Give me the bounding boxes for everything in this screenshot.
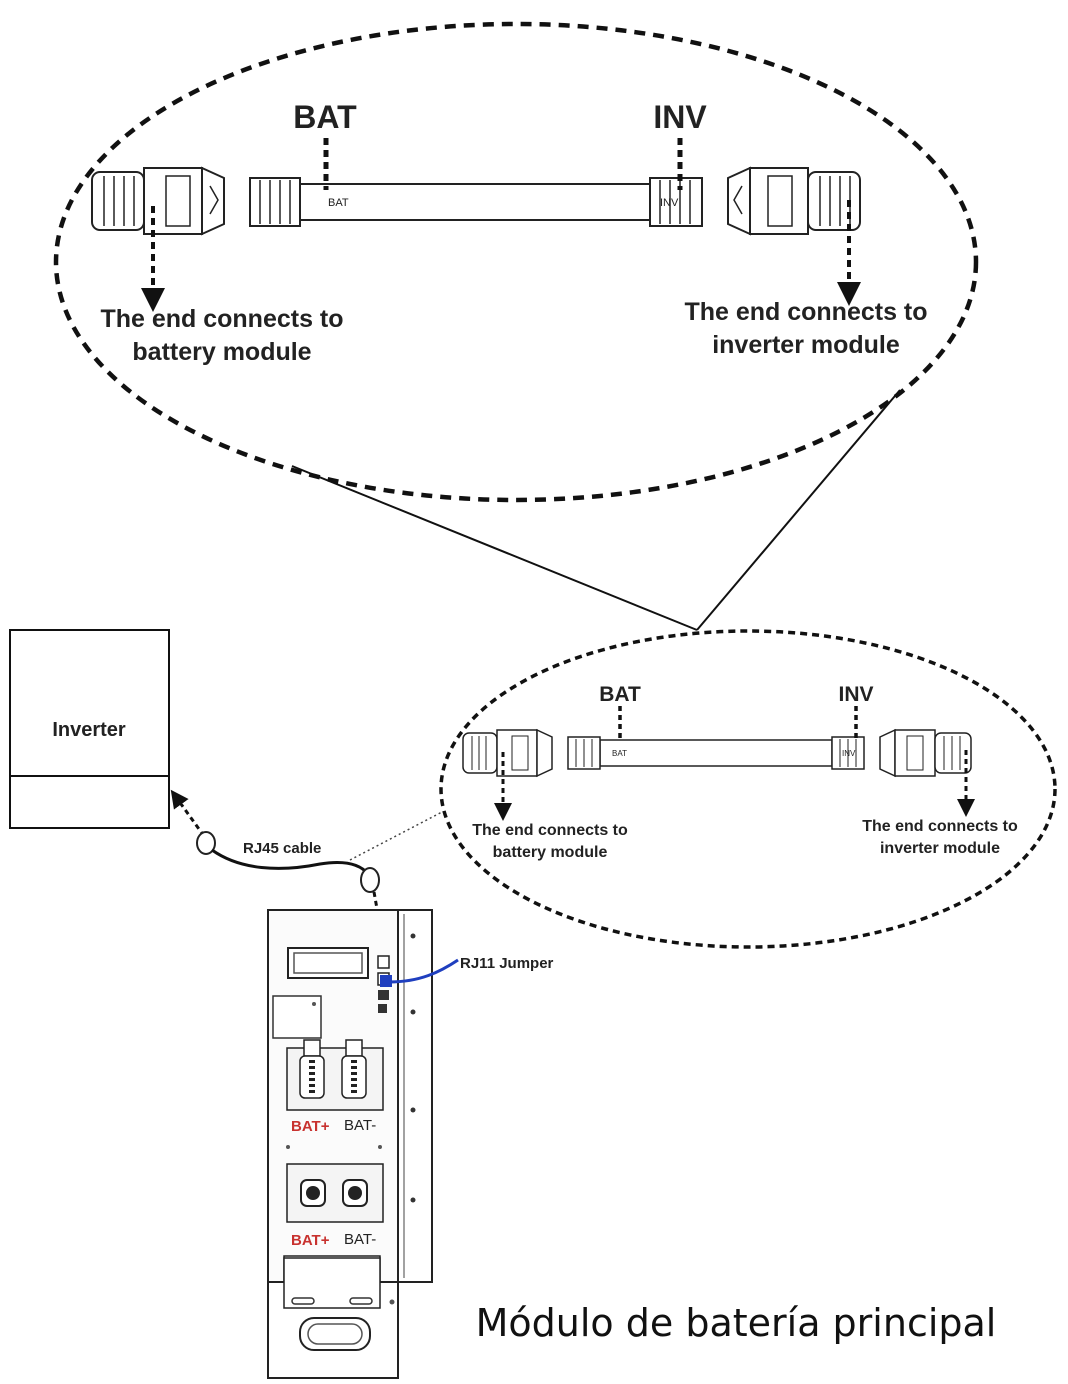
rj45-cable-label: RJ45 cable bbox=[243, 840, 321, 857]
zoom-bat-end-text-line1: The end connects to bbox=[100, 305, 343, 333]
small-bat-connector bbox=[462, 728, 601, 778]
zoom-bat-plug-text: BAT bbox=[328, 197, 349, 209]
inverter-box: Inverter bbox=[9, 629, 170, 829]
zoom-cable-body bbox=[299, 183, 651, 221]
small-inv-plug-text: INV bbox=[842, 749, 856, 758]
inverter-label: Inverter bbox=[52, 719, 126, 741]
zoom-bat-end-text-line2: battery module bbox=[132, 338, 311, 366]
small-callout-ellipse bbox=[439, 629, 1057, 949]
rj45-plug-left bbox=[196, 831, 216, 855]
rj45-arrow-to-inverter bbox=[170, 789, 206, 837]
upper-terminal-pos-label: BAT+ bbox=[291, 1118, 330, 1135]
zoom-callout-ellipse bbox=[53, 21, 979, 503]
rj45-cable-line bbox=[211, 848, 370, 876]
zoom-inv-label: INV bbox=[653, 99, 707, 135]
zoom-bat-connector bbox=[91, 166, 301, 236]
rj11-jumper-line bbox=[388, 958, 459, 984]
rj45-plug-right bbox=[360, 867, 380, 893]
small-cable-body bbox=[599, 739, 833, 767]
upper-terminal-panel bbox=[286, 1039, 384, 1111]
zoom-line-right bbox=[696, 389, 901, 631]
small-inv-label: INV bbox=[838, 683, 873, 706]
rj11-jumper-label: RJ11 Jumper bbox=[460, 955, 554, 972]
battery-side-panel bbox=[397, 909, 433, 1283]
small-bat-end-text-line1: The end connects to bbox=[472, 822, 628, 839]
lower-terminal-neg-label: BAT- bbox=[344, 1231, 376, 1248]
diagram-caption: Módulo de batería principal bbox=[476, 1301, 997, 1345]
small-inv-end-text-line1: The end connects to bbox=[862, 818, 1018, 835]
lower-terminal-panel bbox=[286, 1145, 384, 1223]
callout-pointer-dotted bbox=[349, 811, 443, 861]
zoom-inv-plug-text: INV bbox=[660, 197, 679, 209]
small-inv-end-text-line2: inverter module bbox=[880, 840, 1000, 857]
lower-terminal-pos-label: BAT+ bbox=[291, 1232, 330, 1249]
rj11-jumper-plug bbox=[380, 975, 392, 987]
small-inv-connector bbox=[831, 728, 972, 778]
zoom-bat-label: BAT bbox=[293, 99, 357, 135]
small-bat-plug-text: BAT bbox=[612, 749, 627, 758]
zoom-inv-end-text-line2: inverter module bbox=[712, 331, 900, 359]
zoom-callout: BAT INV BAT INV The end connects to batt… bbox=[53, 21, 979, 503]
small-bat-label: BAT bbox=[599, 683, 641, 706]
zoom-line-left bbox=[291, 465, 698, 631]
small-callout: BAT INV BAT INV The end connects to batt… bbox=[439, 629, 1057, 949]
zoom-inv-end-text-line1: The end connects to bbox=[684, 298, 927, 326]
small-bat-end-text-line2: battery module bbox=[493, 844, 608, 861]
upper-terminal-neg-label: BAT- bbox=[344, 1117, 376, 1134]
